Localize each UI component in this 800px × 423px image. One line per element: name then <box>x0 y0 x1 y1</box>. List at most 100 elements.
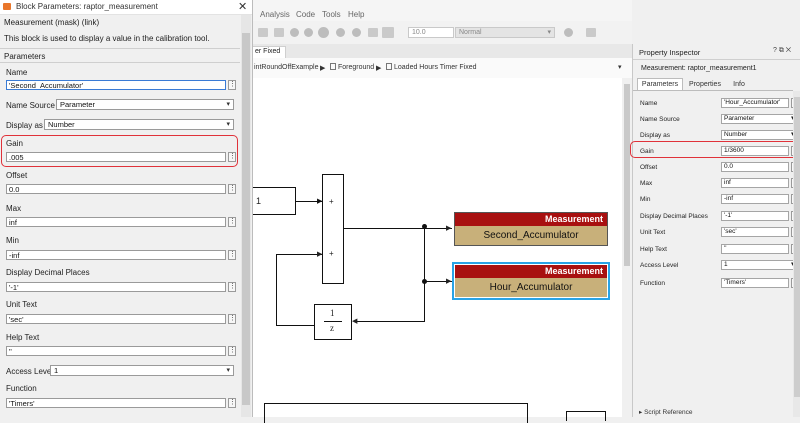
breadcrumb-item[interactable]: Loaded Hours Timer Fixed <box>394 64 477 71</box>
min-more-button[interactable]: ⋮ <box>228 250 236 260</box>
scope-icon[interactable] <box>382 27 394 38</box>
function-field[interactable]: 'Timers' <box>6 398 226 408</box>
sum-block[interactable]: + + <box>322 174 344 284</box>
branch-point <box>422 224 427 229</box>
dialog-scrollbar[interactable] <box>241 15 251 417</box>
stop-icon[interactable] <box>352 28 361 37</box>
signal-line[interactable] <box>276 254 277 326</box>
signal-line[interactable] <box>344 228 426 229</box>
name-more-button[interactable]: ⋮ <box>228 80 236 90</box>
breadcrumb-item[interactable]: intRoundOffExample <box>254 64 319 71</box>
inspector-scrollbar[interactable] <box>793 91 800 417</box>
tab-parameters[interactable]: Parameters <box>637 78 683 90</box>
delay-numerator: 1 <box>330 308 335 318</box>
arrow-head-icon: ▶ <box>317 198 323 205</box>
inspector-field[interactable]: 1/3600 <box>721 146 789 156</box>
inspector-field[interactable]: 'sec' <box>721 227 789 237</box>
decimal-places-more-button[interactable]: ⋮ <box>228 282 236 292</box>
menu-tools[interactable]: Tools <box>322 10 341 19</box>
model-canvas[interactable]: 1 ▶ + + ▶ ▶ ◀ 1 z ▶ <box>252 78 622 423</box>
mask-header: Measurement (mask) (link) <box>4 18 100 27</box>
access-level-select[interactable]: 1 ▾ <box>50 365 234 376</box>
inspector-scrollbar-thumb[interactable] <box>794 97 800 397</box>
max-field[interactable]: inf <box>6 217 226 227</box>
tab-properties[interactable]: Properties <box>689 81 721 88</box>
signal-line[interactable] <box>424 281 452 282</box>
measurement-block-second-accumulator[interactable]: Measurement Second_Accumulator <box>454 212 608 246</box>
help-text-field[interactable]: '' <box>6 346 226 356</box>
min-label: Min <box>6 236 19 245</box>
decimal-places-field[interactable]: '-1' <box>6 282 226 292</box>
signal-line[interactable] <box>296 201 322 202</box>
run-icon[interactable] <box>318 27 329 38</box>
constant-block[interactable]: 1 <box>252 187 296 215</box>
inspector-select[interactable]: 1 <box>721 260 799 270</box>
chevron-down-icon[interactable]: ▾ <box>618 64 622 71</box>
signal-line[interactable] <box>356 321 425 322</box>
inspector-label: Name <box>640 100 658 107</box>
divider <box>0 62 240 63</box>
signal-line[interactable] <box>424 228 452 229</box>
signal-line[interactable] <box>276 254 322 255</box>
tab-model[interactable]: er Fixed <box>252 46 286 58</box>
arrow-head-icon: ▶ <box>446 225 452 232</box>
subsystem-block[interactable] <box>566 411 606 421</box>
name-source-select[interactable]: Parameter ▾ <box>56 99 234 110</box>
inspector-select[interactable]: Parameter <box>721 114 799 124</box>
sum-plus-bottom: + <box>329 249 334 258</box>
function-more-button[interactable]: ⋮ <box>228 398 236 408</box>
inspector-select[interactable]: Number <box>721 130 799 140</box>
close-icon[interactable]: ✕ <box>238 1 248 13</box>
model-config-icon[interactable] <box>274 28 284 37</box>
offset-field[interactable]: 0.0 <box>6 184 226 194</box>
step-back-icon[interactable] <box>290 28 299 37</box>
build-icon[interactable] <box>586 28 596 37</box>
max-more-button[interactable]: ⋮ <box>228 217 236 227</box>
name-field[interactable]: 'Second_Accumulator' <box>6 80 226 90</box>
unit-text-more-button[interactable]: ⋮ <box>228 314 236 324</box>
inspector-field[interactable]: 'Hour_Accumulator' <box>721 98 789 108</box>
dialog-titlebar: Block Parameters: raptor_measurement ✕ <box>0 0 252 15</box>
signal-line[interactable] <box>424 228 425 321</box>
display-as-select[interactable]: Number ▾ <box>44 119 234 130</box>
menu-help[interactable]: Help <box>348 10 365 19</box>
menu-analysis[interactable]: Analysis <box>260 10 290 19</box>
min-field[interactable]: -inf <box>6 250 226 260</box>
breadcrumb-item[interactable]: Foreground <box>338 64 375 71</box>
simulation-mode-select[interactable]: Normal ▾ <box>455 27 555 38</box>
inspector-field[interactable]: 'Timers' <box>721 278 789 288</box>
step-back-icon[interactable] <box>304 28 313 37</box>
gain-more-button[interactable]: ⋮ <box>228 152 236 162</box>
help-text-more-button[interactable]: ⋮ <box>228 346 236 356</box>
constant-value: 1 <box>256 196 262 206</box>
measurement-block-hour-accumulator[interactable]: Measurement Hour_Accumulator <box>452 262 610 300</box>
unit-text-field[interactable]: 'sec' <box>6 314 226 324</box>
inspector-field[interactable]: 0.0 <box>721 162 789 172</box>
stop-time-field[interactable]: 10.0 <box>408 27 454 38</box>
inspector-field[interactable]: -inf <box>721 194 789 204</box>
inspector-window-icons[interactable]: ? ⧉ ✕ <box>773 47 792 54</box>
canvas-scrollbar-thumb[interactable] <box>624 84 630 266</box>
block-parameters-dialog: Block Parameters: raptor_measurement ✕ M… <box>0 0 253 417</box>
inspector-field[interactable]: inf <box>721 178 789 188</box>
signal-line[interactable] <box>276 325 314 326</box>
inspector-field[interactable]: '-1' <box>721 211 789 221</box>
parameters-section: Parameters <box>4 52 46 61</box>
model-advisor-icon[interactable] <box>564 28 573 37</box>
menu-code[interactable]: Code <box>296 10 316 19</box>
record-icon[interactable] <box>368 28 378 37</box>
gain-field[interactable]: .005 <box>6 152 226 162</box>
inspector-label: Help Text <box>640 246 667 253</box>
offset-more-button[interactable]: ⋮ <box>228 184 236 194</box>
inspector-field[interactable]: '' <box>721 244 789 254</box>
library-browser-icon[interactable] <box>258 28 268 37</box>
step-forward-icon[interactable] <box>336 28 345 37</box>
dialog-scrollbar-thumb[interactable] <box>242 33 250 405</box>
inspector-label: Display as <box>640 132 670 139</box>
unit-delay-block[interactable]: 1 z <box>314 304 352 340</box>
subsystem-block[interactable] <box>264 403 528 423</box>
script-reference[interactable]: ▸ Script Reference <box>639 408 693 416</box>
canvas-scrollbar[interactable] <box>622 78 632 417</box>
decimal-places-label: Display Decimal Places <box>6 268 90 277</box>
tab-info[interactable]: Info <box>733 81 745 88</box>
